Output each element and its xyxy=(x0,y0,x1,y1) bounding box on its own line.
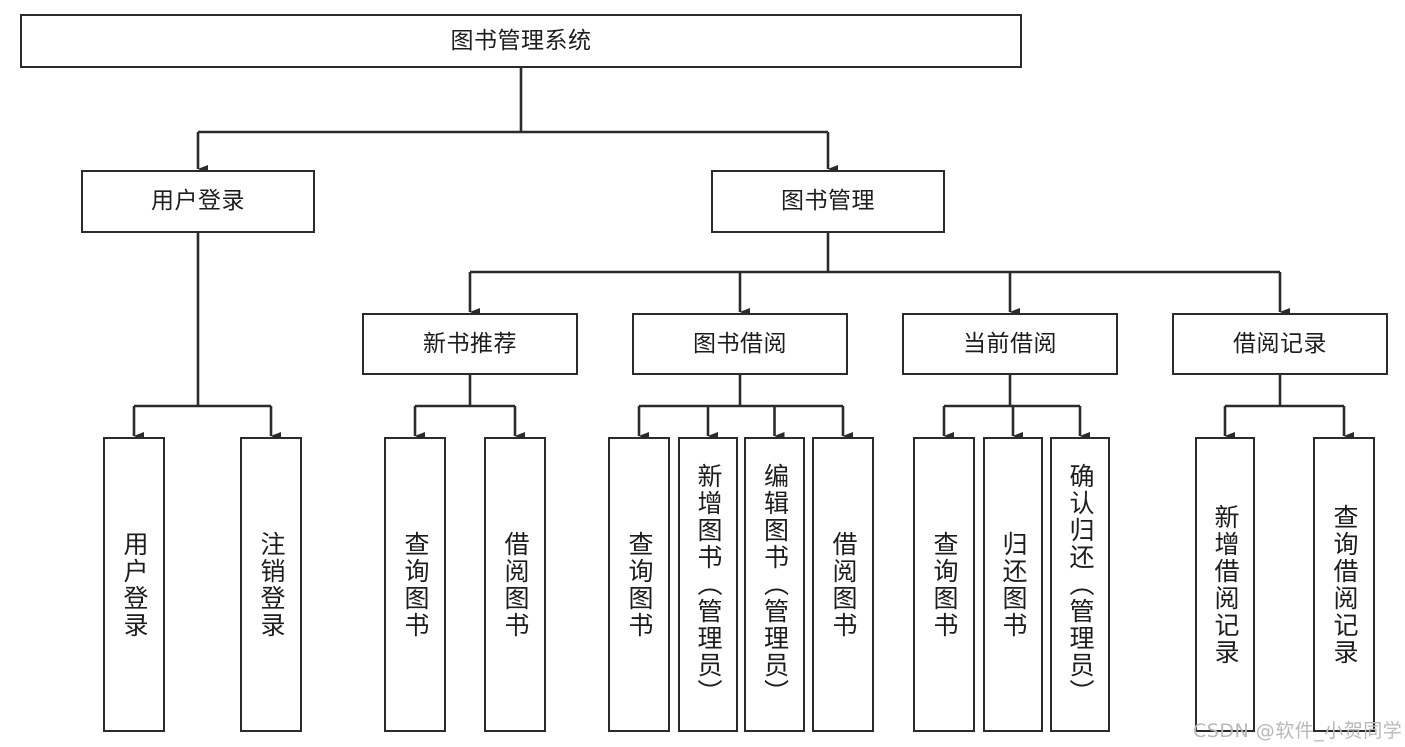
node-label: 新增图书（管理员） xyxy=(694,463,723,706)
node-label: 新增借阅记录 xyxy=(1211,503,1240,666)
node-label: 新书推荐 xyxy=(423,330,517,357)
node-leaf-4[interactable]: 查询图书 xyxy=(608,437,670,732)
node-label: 借阅图书 xyxy=(501,530,530,639)
node-label: 编辑图书（管理员） xyxy=(760,463,790,706)
node-label: 当前借阅 xyxy=(963,330,1057,357)
node-label: 图书借阅 xyxy=(693,330,787,357)
node-leaf-0[interactable]: 用户登录 xyxy=(103,437,165,732)
node-label: 查询图书 xyxy=(625,530,654,639)
node-root[interactable]: 图书管理系统 xyxy=(20,14,1022,68)
node-level2-1[interactable]: 图书管理 xyxy=(711,170,945,233)
node-level3-3[interactable]: 借阅记录 xyxy=(1172,313,1388,375)
node-label: 确认归还（管理员） xyxy=(1066,463,1095,706)
node-leaf-10[interactable]: 确认归还（管理员） xyxy=(1050,437,1110,732)
node-label: 借阅图书 xyxy=(829,530,858,639)
node-leaf-2[interactable]: 查询图书 xyxy=(384,437,446,732)
node-label: 查询图书 xyxy=(401,530,430,639)
node-level3-0[interactable]: 新书推荐 xyxy=(362,313,578,375)
node-leaf-3[interactable]: 借阅图书 xyxy=(484,437,546,732)
node-leaf-6[interactable]: 编辑图书（管理员） xyxy=(744,437,805,732)
node-level3-2[interactable]: 当前借阅 xyxy=(902,313,1118,375)
node-label: 查询图书 xyxy=(930,530,959,639)
node-label: 注销登录 xyxy=(257,530,286,639)
node-leaf-12[interactable]: 查询借阅记录 xyxy=(1313,437,1375,732)
node-label: 归还图书 xyxy=(999,530,1028,639)
node-level3-1[interactable]: 图书借阅 xyxy=(632,313,848,375)
csdn-watermark: CSDN @软件_小贺同学 xyxy=(1193,720,1403,742)
node-label: 用户登录 xyxy=(120,530,149,639)
node-leaf-5[interactable]: 新增图书（管理员） xyxy=(678,437,738,732)
node-label: 用户登录 xyxy=(151,188,245,215)
node-label: 查询借阅记录 xyxy=(1330,503,1359,666)
node-label: 图书管理系统 xyxy=(450,27,592,54)
node-leaf-9[interactable]: 归还图书 xyxy=(983,437,1043,732)
node-label: 借阅记录 xyxy=(1233,330,1327,357)
node-leaf-8[interactable]: 查询图书 xyxy=(913,437,975,732)
node-leaf-11[interactable]: 新增借阅记录 xyxy=(1195,437,1255,732)
node-level2-0[interactable]: 用户登录 xyxy=(81,170,315,233)
node-leaf-7[interactable]: 借阅图书 xyxy=(812,437,874,732)
node-leaf-1[interactable]: 注销登录 xyxy=(240,437,302,732)
node-label: 图书管理 xyxy=(781,188,875,215)
